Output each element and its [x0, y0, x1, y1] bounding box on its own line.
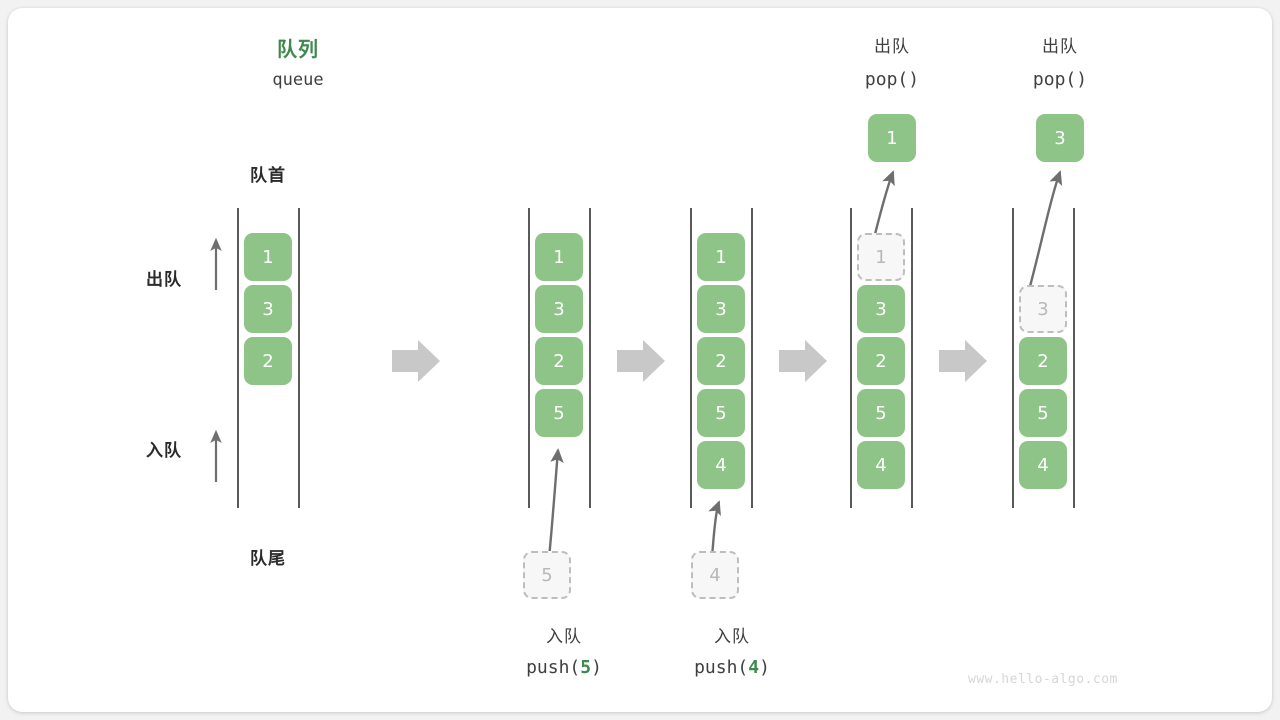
step-caption-cn: 出队 [874, 37, 910, 57]
step-caption-cn: 入队 [546, 627, 582, 647]
queue-element[interactable]: 4 [857, 441, 905, 489]
code-prefix: push( [694, 657, 749, 678]
queue-element-new[interactable]: 5 [535, 389, 583, 437]
dequeue-legend-label: 出队 [146, 270, 182, 290]
step-caption-cn: 入队 [714, 627, 750, 647]
queue-element[interactable]: 4 [1019, 441, 1067, 489]
queue-element[interactable]: 5 [1019, 389, 1067, 437]
watermark: www.hello-algo.com [968, 672, 1118, 687]
pop-motion-arrow-3 [1027, 170, 1063, 291]
step-caption-cn: 出队 [1042, 37, 1078, 57]
queue-element[interactable]: 3 [857, 285, 905, 333]
queue-element[interactable]: 1 [535, 233, 583, 281]
code-prefix: push( [526, 657, 581, 678]
queue-element[interactable]: 5 [857, 389, 905, 437]
queue-element[interactable]: 3 [244, 285, 292, 333]
queue-element[interactable]: 2 [697, 337, 745, 385]
push-motion-arrow-5 [547, 448, 564, 559]
queue-element[interactable]: 1 [697, 233, 745, 281]
pop-motion-arrow-1 [872, 170, 895, 239]
code-suffix: ) [591, 657, 602, 678]
code-argument: 5 [580, 657, 592, 678]
code-suffix: ) [759, 657, 770, 678]
queue-element[interactable]: 1 [244, 233, 292, 281]
queue-element[interactable]: 3 [535, 285, 583, 333]
figure-title-cn: 队列 [277, 37, 319, 61]
step-caption-code: push(4) [667, 657, 797, 678]
step-caption-code: pop() [864, 69, 920, 90]
popped-element[interactable]: 3 [1036, 114, 1084, 162]
queue-head-label: 队首 [250, 166, 286, 186]
queue-element[interactable]: 2 [535, 337, 583, 385]
queue-element[interactable]: 3 [697, 285, 745, 333]
pending-push-element[interactable]: 5 [523, 551, 571, 599]
popped-element[interactable]: 1 [868, 114, 916, 162]
code-argument: 4 [748, 657, 760, 678]
enqueue-legend-label: 入队 [146, 441, 182, 461]
queue-element[interactable]: 2 [244, 337, 292, 385]
queue-element[interactable]: 2 [857, 337, 905, 385]
queue-tail-label: 队尾 [250, 549, 286, 569]
step-transition-arrows [392, 340, 987, 382]
step-caption-code: pop() [1032, 69, 1088, 90]
vacated-slot[interactable]: 1 [857, 233, 905, 281]
vacated-slot[interactable]: 3 [1019, 285, 1067, 333]
queue-element[interactable]: 5 [697, 389, 745, 437]
queue-element[interactable]: 2 [1019, 337, 1067, 385]
queue-element-new[interactable]: 4 [697, 441, 745, 489]
step-caption-code: push(5) [499, 657, 629, 678]
queue-rails [237, 208, 1075, 508]
pending-push-element[interactable]: 4 [691, 551, 739, 599]
figure-title-en: queue [272, 70, 324, 90]
